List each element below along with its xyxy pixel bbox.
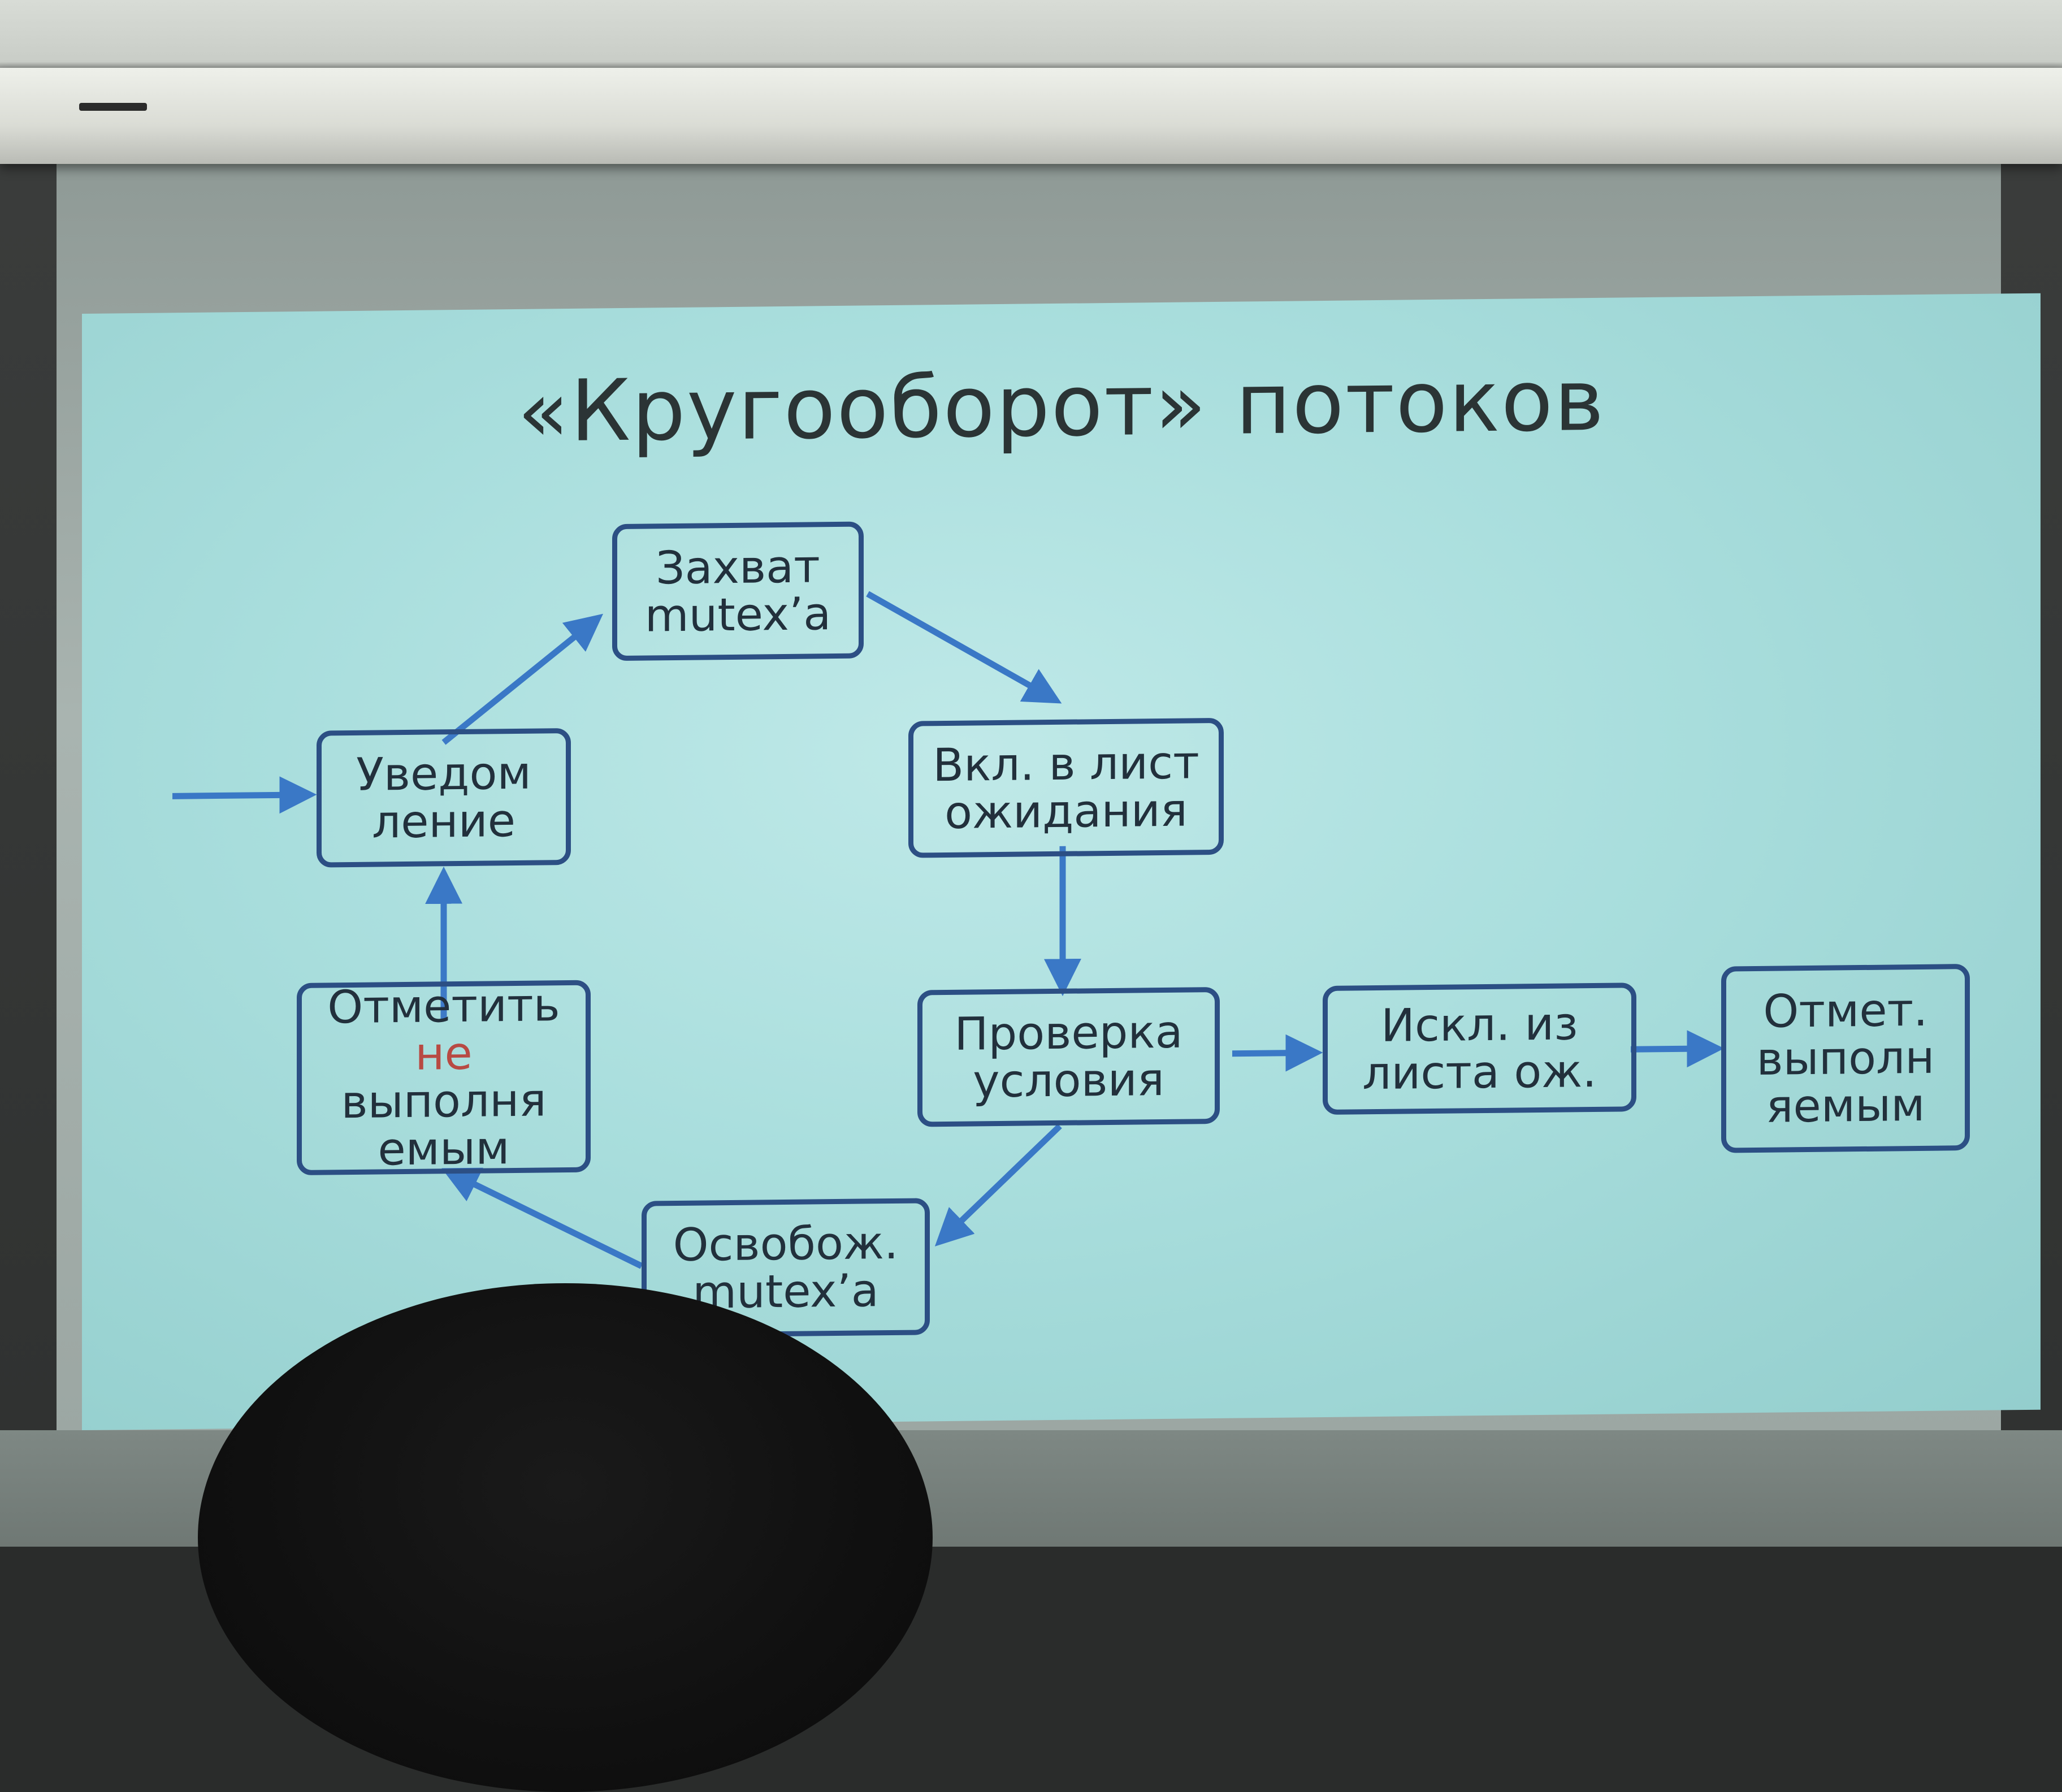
node-capture-mutex: Захват mutex’a — [612, 521, 864, 661]
node-waitlist-line2: ожидания — [945, 784, 1188, 839]
arrow-exclude-to-mark-runnable — [1631, 1030, 1725, 1068]
node-mark-runnable-line2: выполн — [1756, 1031, 1935, 1085]
arrow-release-to-mark-not-runnable — [441, 1167, 643, 1269]
node-mark-not-runnable-line2: не — [415, 1027, 473, 1080]
flow-arrows — [172, 591, 1725, 1269]
arrow-entry-to-notify — [172, 776, 317, 814]
node-check-line2: условия — [973, 1053, 1164, 1108]
audience-head-silhouette — [198, 1283, 933, 1792]
node-mark-runnable: Отмет. выполн яемым — [1721, 964, 1970, 1153]
arrow-check-to-exclude — [1232, 1034, 1323, 1072]
node-mark-not-runnable-line1: Отметить — [327, 979, 560, 1034]
node-mark-not-runnable: Отметить не выполня емым — [297, 979, 591, 1176]
node-check-condition: Проверка условия — [917, 986, 1220, 1127]
node-mark-not-runnable-line3: выполня — [341, 1074, 547, 1129]
node-mark-runnable-line3: яемым — [1766, 1078, 1925, 1133]
presentation-slide: «Кругооборот» потоков Захват mutex’a Уве… — [82, 293, 2041, 1430]
node-exclude-line1: Искл. из — [1381, 997, 1578, 1052]
node-capture-line2: mutex’a — [644, 587, 831, 642]
node-mark-not-runnable-line4: емым — [378, 1122, 510, 1176]
node-release-line1: Освобож. — [673, 1216, 899, 1272]
arrow-capture-to-waitlist — [866, 591, 1062, 704]
arrow-check-to-release — [934, 1123, 1062, 1246]
node-capture-line1: Захват — [656, 540, 820, 595]
node-notify-line1: Уведом — [356, 746, 531, 801]
node-mark-runnable-line1: Отмет. — [1763, 983, 1928, 1038]
projector-screen-casing — [0, 68, 2062, 164]
node-waitlist: Вкл. в лист ожидания — [908, 717, 1224, 858]
node-check-line1: Проверка — [954, 1005, 1183, 1061]
arrow-notify-to-capture — [441, 613, 604, 745]
node-notify: Уведом ление — [317, 728, 571, 868]
casing-slot — [79, 103, 147, 111]
node-waitlist-line1: Вкл. в лист — [933, 736, 1199, 792]
node-exclude-line2: листа ож. — [1362, 1044, 1597, 1100]
node-exclude-from-list: Искл. из листа ож. — [1323, 982, 1636, 1115]
node-notify-line2: ление — [372, 794, 516, 849]
